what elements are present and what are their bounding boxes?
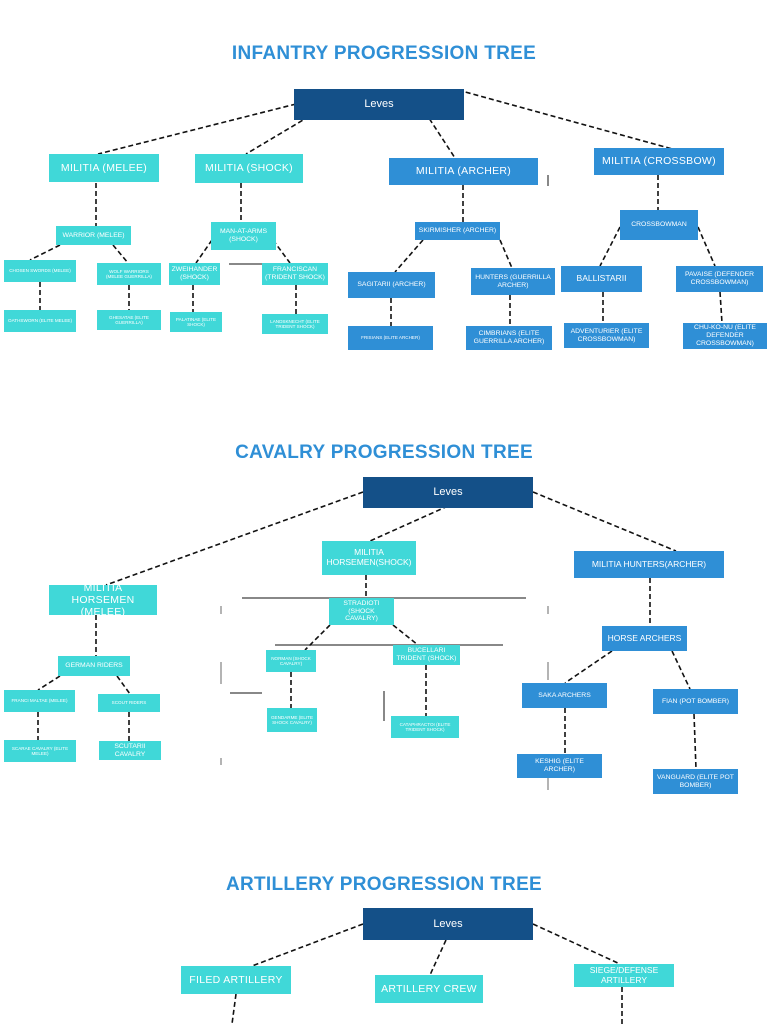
node-pavaise: PAVAISE (DEFENDER CROSSBOWMAN) bbox=[676, 266, 763, 292]
node-cimbrians: CIMBRIANS (ELITE GUERRILLA ARCHER) bbox=[466, 326, 552, 350]
node-militia-shock: MILITIA (SHOCK) bbox=[195, 154, 303, 183]
node-scutarii-cavalry: SCUTARII CAVALRY bbox=[99, 741, 161, 760]
node-militia-hunters-archer: MILITIA HUNTERS(ARCHER) bbox=[574, 551, 724, 578]
node-gendarme: GENDARME (ELITE SHOCK CAVALRY) bbox=[267, 708, 317, 732]
node-artillery-crew: ARTILLERY CREW bbox=[375, 975, 483, 1003]
infantry-title: INFANTRY PROGRESSION TREE bbox=[231, 43, 537, 64]
node-filed-artillery: FILED ARTILLERY bbox=[181, 966, 291, 994]
node-militia-archer: MILITIA (ARCHER) bbox=[389, 158, 538, 185]
node-chosen-swords: CHOSEN SWORDS (MELEE) bbox=[4, 260, 76, 282]
node-ghesatae: GHESATAE (ELITE GUERRILLA) bbox=[97, 310, 161, 330]
node-bucellari: BUCELLARI TRIDENT (SHOCK) bbox=[393, 645, 460, 665]
cavalry-title: CAVALRY PROGRESSION TREE bbox=[235, 442, 533, 463]
node-militia-melee: MILITIA (MELEE) bbox=[49, 154, 159, 182]
node-crossbowman: CROSSBOWMAN bbox=[620, 210, 698, 240]
node-chu-ko-nu: CHU-KO-NU (ELITE DEFENDER CROSSBOWMAN) bbox=[683, 323, 767, 349]
node-fian: FIAN (POT BOMBER) bbox=[653, 689, 738, 714]
node-scarae-cavalry: SCARAE CAVALRY (ELITE MELEE) bbox=[4, 740, 76, 762]
artillery-title: ARTILLERY PROGRESSION TREE bbox=[225, 874, 543, 895]
node-adventurier: ADVENTURIER (ELITE CROSSBOWMAN) bbox=[564, 323, 649, 348]
node-oathsworn: OATHSWORN (ELITE MELEE) bbox=[4, 310, 76, 332]
node-vanguard: VANGUARD (ELITE POT BOMBER) bbox=[653, 769, 738, 794]
node-horse-archers: HORSE ARCHERS bbox=[602, 626, 687, 651]
cavalry-root-leves: Leves bbox=[363, 477, 533, 508]
node-hunters: HUNTERS (GUERRILLA ARCHER) bbox=[471, 268, 555, 295]
node-norman-shock: NORMAN (SHOCK CAVALRY) bbox=[266, 650, 316, 672]
node-man-at-arms: MAN-AT-ARMS (SHOCK) bbox=[211, 222, 276, 250]
node-keshig: KESHIG (ELITE ARCHER) bbox=[517, 754, 602, 778]
node-warrior-melee: WARRIOR (MELEE) bbox=[56, 226, 131, 245]
node-franciscan: FRANCISCAN (TRIDENT SHOCK) bbox=[262, 263, 328, 285]
node-saka-archers: SAKA ARCHERS bbox=[522, 683, 607, 708]
infantry-root-leves: Leves bbox=[294, 89, 464, 120]
node-militia-crossbow: MILITIA (CROSSBOW) bbox=[594, 148, 724, 175]
node-zweihander: ZWEIHANDER (SHOCK) bbox=[169, 263, 220, 285]
node-frankish-maltae: FRANCI MALTAE (MELEE) bbox=[4, 690, 75, 712]
node-militia-horsemen-melee: MILITIA HORSEMEN (MELEE) bbox=[49, 585, 157, 615]
node-palatinae: PALATINAE (ELITE SHOCK) bbox=[170, 312, 222, 332]
node-militia-horsemen-shock: MILITIA HORSEMEN(SHOCK) bbox=[322, 541, 416, 575]
node-ballistarii: BALLISTARII bbox=[561, 266, 642, 292]
node-frisians: FRISIANS (ELITE ARCHER) bbox=[348, 326, 433, 350]
node-landsknecht: LANDSKNECHT (ELITE TRIDENT SHOCK) bbox=[262, 314, 328, 334]
artillery-root-leves: Leves bbox=[363, 908, 533, 940]
node-sagitarii: SAGITARII (ARCHER) bbox=[348, 272, 435, 298]
node-scout-riders: SCOUT RIDERS bbox=[98, 694, 160, 712]
node-wolf-warriors: WOLF WARRIORS (MELEE GUERRILLA) bbox=[97, 263, 161, 285]
node-siege-defense-artillery: SIEGE/DEFENSE ARTILLERY bbox=[574, 964, 674, 987]
node-cataphractoi: CATAPHRACTOI (ELITE TRIDENT SHOCK) bbox=[391, 716, 459, 738]
node-german-riders: GERMAN RIDERS bbox=[58, 656, 130, 676]
node-skirmisher: SKIRMISHER (ARCHER) bbox=[415, 222, 500, 240]
node-stradioti: STRADIOTI (SHOCK CAVALRY) bbox=[329, 598, 394, 625]
